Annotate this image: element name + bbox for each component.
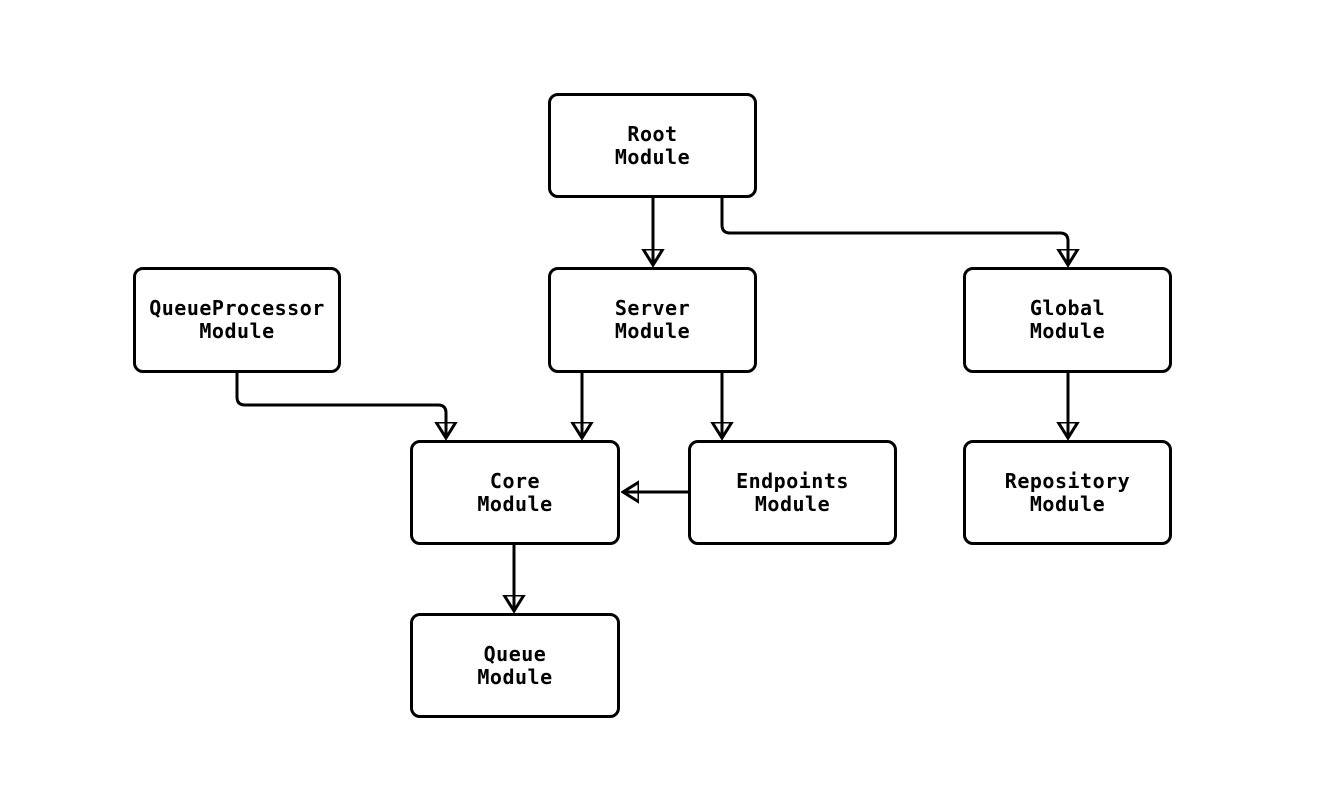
node-label-line: Repository (1004, 468, 1131, 493)
node-server-module: Server Module (548, 267, 757, 373)
node-label-line: Module (1029, 319, 1106, 343)
node-label-line: Root (627, 121, 678, 146)
edge-queueprocessor-to-core (235, 373, 446, 438)
node-label-line: Module (614, 319, 691, 343)
node-label-line: Module (477, 664, 553, 689)
node-label-line: Module (199, 319, 275, 343)
node-label-line: Module (1029, 491, 1106, 516)
node-repository-module: Repository Module (963, 440, 1172, 545)
node-label-line: Module (614, 144, 691, 169)
node-global-module: Global Module (963, 267, 1172, 373)
node-core-module: Core Module (410, 440, 620, 545)
edge-root-to-global (720, 198, 1068, 265)
node-root-module: Root Module (548, 93, 757, 198)
node-endpoints-module: Endpoints Module (688, 440, 897, 545)
node-label-line: QueueProcessor (149, 296, 325, 320)
node-label-line: Queue (483, 641, 547, 666)
node-queueprocessor-module: QueueProcessor Module (133, 267, 341, 373)
node-label-line: Global (1029, 296, 1106, 320)
node-label-line: Endpoints (736, 468, 849, 493)
node-queue-module: Queue Module (410, 613, 620, 718)
node-label-line: Server (614, 296, 691, 320)
node-label-line: Module (477, 491, 553, 516)
node-label-line: Core (489, 468, 541, 493)
node-label-line: Module (754, 491, 831, 516)
